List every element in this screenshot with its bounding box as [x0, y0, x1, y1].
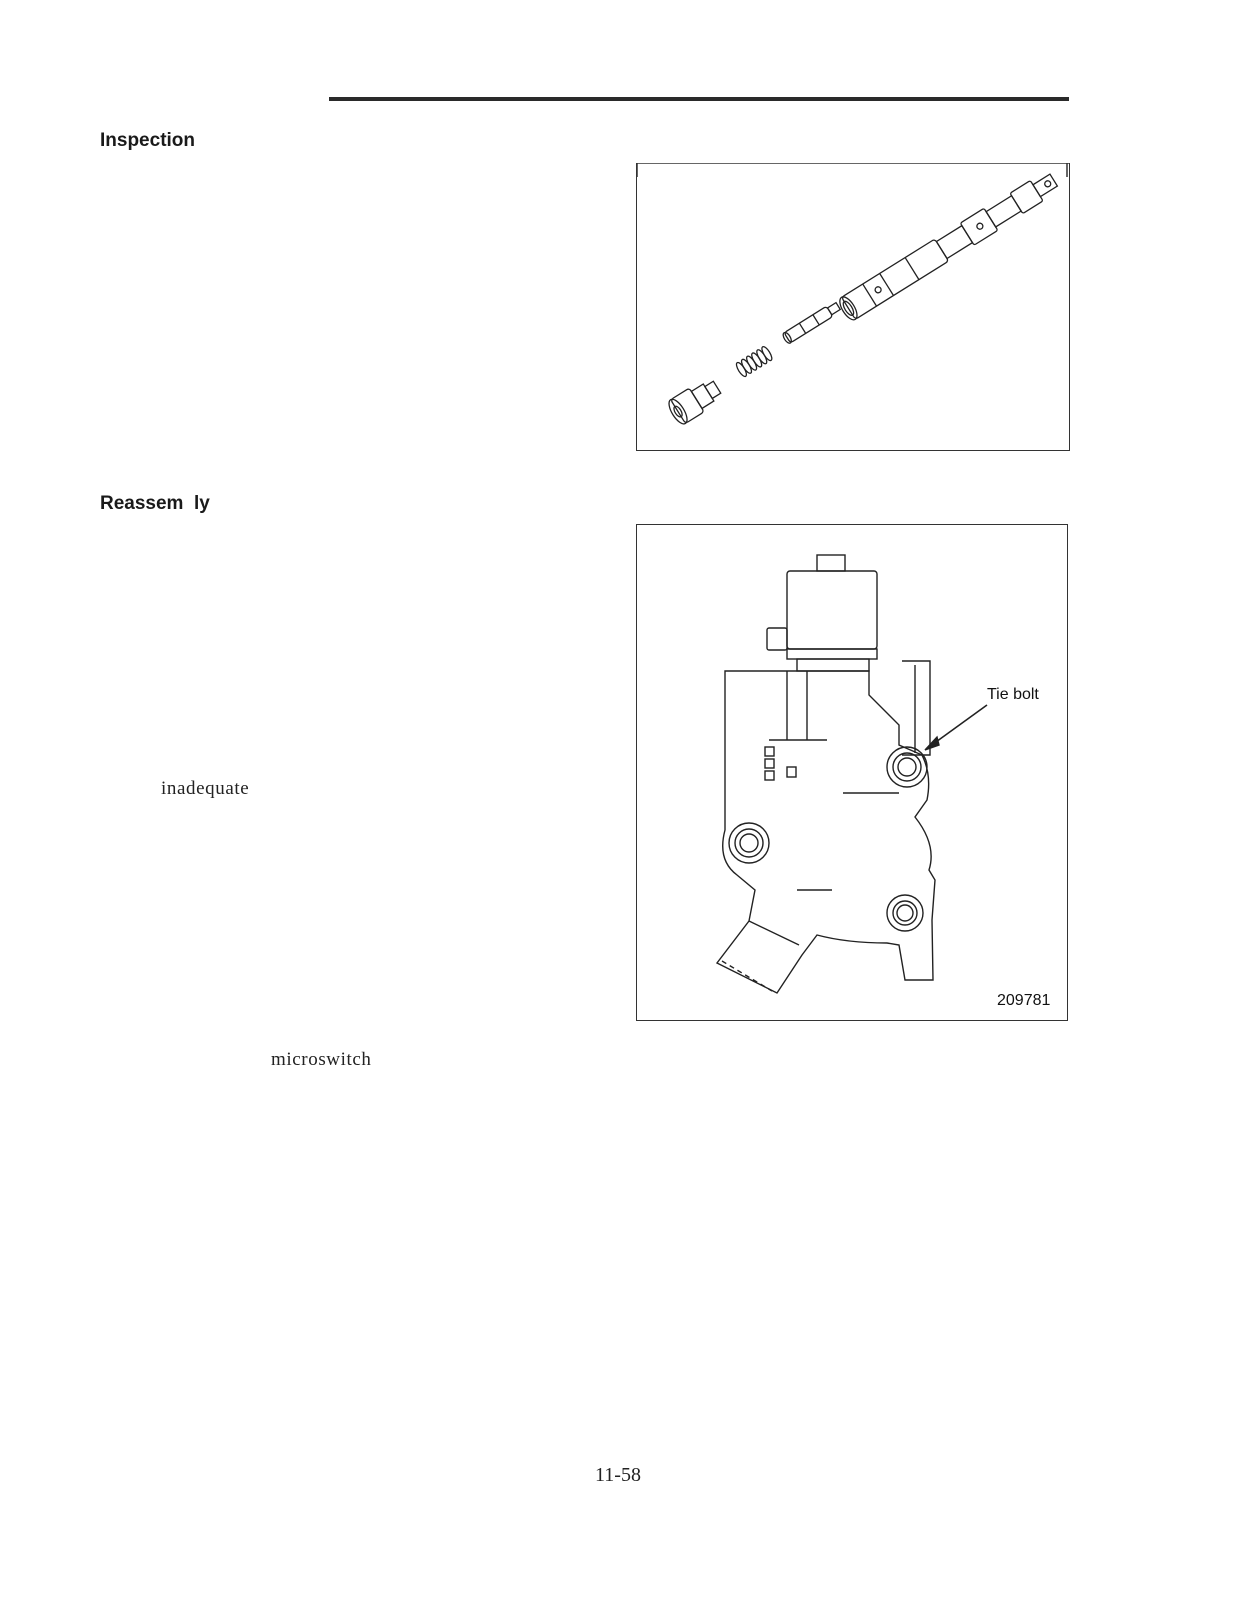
- header-rule: [329, 97, 1069, 101]
- section-heading-inspection: Inspection: [100, 130, 196, 151]
- valve-spool-exploded-icon: [637, 163, 1069, 425]
- body-text-inadequate: inadequate: [161, 778, 250, 799]
- figure-valve-spool: [636, 163, 1070, 451]
- callout-tie-bolt: Tie bolt: [987, 686, 1039, 703]
- section-heading-reassembly: Reassem ly: [100, 493, 210, 514]
- page-number: 11-58: [595, 1464, 641, 1486]
- figure-solenoid-valve: Tie bolt 209781: [636, 524, 1068, 1021]
- body-text-microswitch: microswitch: [271, 1049, 372, 1070]
- figure-number: 209781: [997, 992, 1050, 1009]
- solenoid-valve-body-icon: Tie bolt 209781: [715, 554, 1050, 1009]
